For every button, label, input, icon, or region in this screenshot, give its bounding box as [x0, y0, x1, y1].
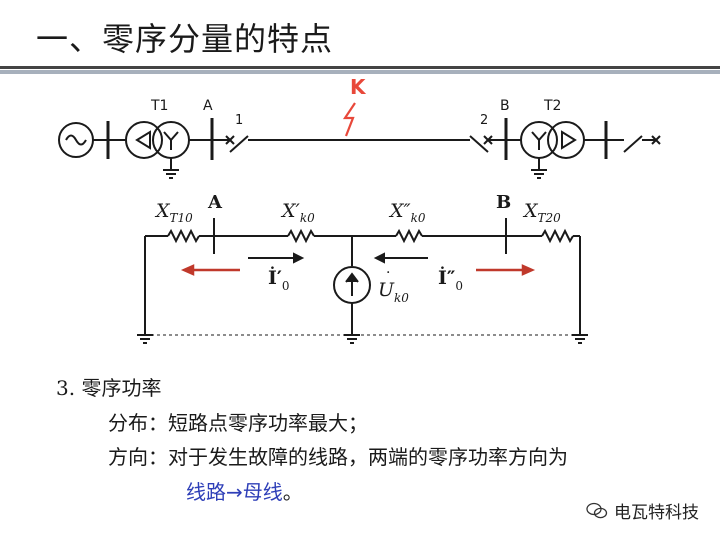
- breaker-3: [623, 135, 643, 153]
- generator-wave: [65, 134, 87, 146]
- breaker-2-label: 2: [480, 113, 488, 128]
- page-title: 一、零序分量的特点: [36, 20, 334, 58]
- distribution-label: 分布：: [108, 411, 168, 435]
- circuit-diagram: K T1 A 1 2 B T2 A B XT10 X′k0 X″k0 XT20 …: [58, 75, 661, 344]
- resistor-xt10: [167, 228, 200, 244]
- wechat-logo-icon: [586, 502, 608, 518]
- bus-b-top-label: B: [500, 98, 510, 114]
- resistor-xk0p: [287, 228, 315, 244]
- i0p-label: İ′0: [268, 266, 290, 293]
- breaker-1: [229, 135, 249, 153]
- direction-continuation: 线路→母线。: [186, 476, 303, 505]
- resistor-xt20: [541, 228, 574, 244]
- t1-winding-left: [125, 121, 163, 159]
- uk0-label: Uk0: [378, 279, 409, 305]
- t1-label: T1: [150, 98, 168, 114]
- xt20-label: XT20: [522, 200, 561, 225]
- distribution-value: 短路点零序功率最大；: [168, 411, 368, 435]
- watermark: 电瓦特科技: [586, 498, 699, 523]
- title-divider-shadow: [0, 70, 720, 74]
- direction-highlight: 线路→母线: [186, 480, 283, 504]
- fault-label: K: [350, 75, 367, 99]
- breaker-2: [469, 135, 489, 153]
- bus-a-top-label: A: [203, 98, 213, 114]
- direction-value: 对于发生故障的线路，两端的零序功率方向为: [168, 445, 568, 469]
- uk0-dot: ·: [386, 265, 390, 281]
- distribution-line: 分布：短路点零序功率最大；: [108, 407, 368, 436]
- title-divider: [0, 66, 720, 69]
- t2-label: T2: [543, 98, 561, 114]
- node-a-label: A: [207, 192, 223, 213]
- breaker-1-label: 1: [235, 113, 243, 128]
- fault-lightning-icon: [342, 102, 356, 137]
- watermark-text: 电瓦特科技: [614, 503, 699, 523]
- xk0pp-label: X″k0: [388, 200, 426, 225]
- direction-label: 方向：: [108, 445, 168, 469]
- direction-end: 。: [282, 480, 303, 504]
- node-b-label: B: [496, 192, 511, 213]
- resistor-xk0pp: [395, 228, 423, 244]
- i0pp-label: İ″0: [438, 266, 463, 293]
- item-heading: 3. 零序功率: [56, 376, 162, 400]
- xt10-label: XT10: [154, 200, 193, 225]
- xk0p-label: X′k0: [280, 200, 315, 225]
- direction-line: 方向：对于发生故障的线路，两端的零序功率方向为: [108, 441, 568, 470]
- t2-winding-right: [547, 121, 585, 159]
